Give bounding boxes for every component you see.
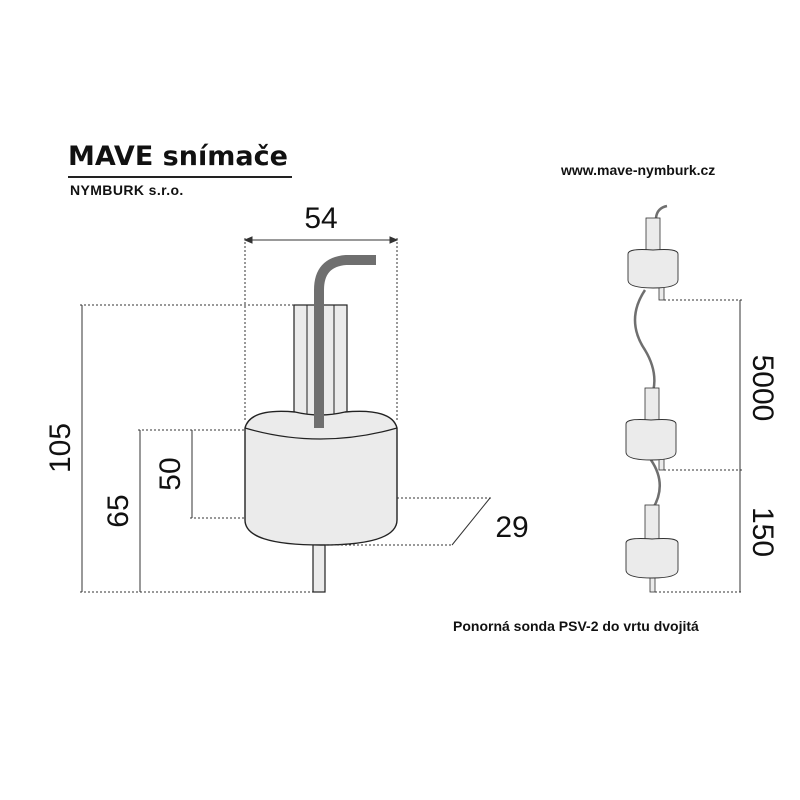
dim-label-body-height: 50 <box>154 457 187 490</box>
chain-probe-3-body <box>625 538 679 579</box>
dimension-lines <box>80 236 492 593</box>
chain-probe-2-body <box>625 419 677 461</box>
chain-probe-1 <box>627 217 679 301</box>
chain-cable-2 <box>649 459 661 511</box>
probe-cable <box>314 255 376 428</box>
dim-label-tail: 150 <box>746 507 779 557</box>
dim-label-depth: 29 <box>495 511 528 544</box>
dim-label-spacing: 5000 <box>746 355 779 422</box>
website-url: www.mave-nymburk.cz <box>561 162 716 178</box>
dim-label-total-height: 105 <box>44 423 77 473</box>
company-logo-text: MAVE snímače <box>68 141 288 172</box>
brand-block: MAVE snímače NYMBURK s.r.o. <box>68 140 292 198</box>
chain-probe-1-tube <box>645 217 661 255</box>
chain-probe-3-tube <box>644 504 660 542</box>
dim-label-width: 54 <box>304 202 337 235</box>
dim-width-arrow-right <box>389 236 399 244</box>
probe-chain <box>625 204 742 593</box>
chain-dimension-lines <box>655 299 742 593</box>
chain-probe-2-tube <box>644 387 660 425</box>
dim-label-body-to-bottom: 65 <box>102 494 135 527</box>
drawing-caption: Ponorná sonda PSV-2 do vrtu dvojitá <box>453 618 699 634</box>
dim-width-arrow-left <box>243 236 253 244</box>
chain-probe-3 <box>625 504 679 593</box>
probe-body-rim <box>244 427 398 440</box>
chain-probe-1-body <box>627 249 679 289</box>
company-subtitle: NYMBURK s.r.o. <box>70 182 184 198</box>
logo-underline <box>68 176 292 178</box>
dim-29-line <box>451 497 491 546</box>
probe-main <box>244 255 398 593</box>
probe-body <box>244 410 398 546</box>
chain-cable-1 <box>633 289 656 399</box>
chain-probe-2 <box>625 387 677 471</box>
